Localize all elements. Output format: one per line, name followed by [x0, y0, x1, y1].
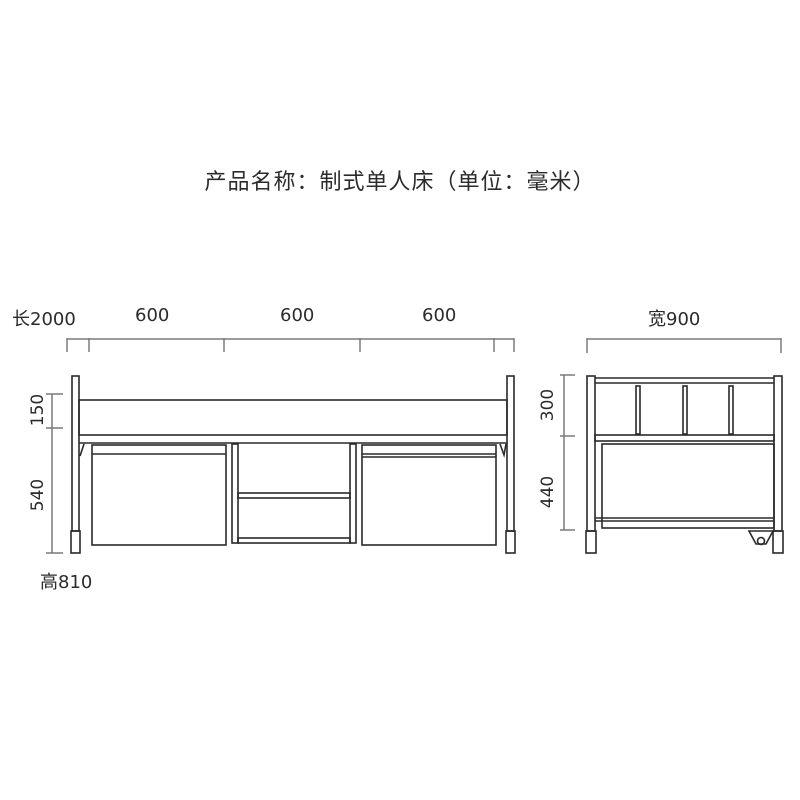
side-view-bed: [585, 375, 784, 554]
height-label: 高810: [40, 572, 93, 593]
caster-icon: [747, 530, 775, 545]
length-label: 长2000: [12, 309, 76, 330]
segment-label-2: 600: [280, 305, 315, 326]
front-view-bed: [70, 375, 516, 554]
segment-label-1: 600: [135, 305, 170, 326]
width-label: 宽900: [648, 309, 701, 330]
segment-label-3: 600: [422, 305, 457, 326]
product-title: 产品名称：制式单人床（单位：毫米）: [204, 170, 596, 195]
front-vertical-dims: [46, 393, 63, 554]
side-vertical-dims: [560, 374, 575, 531]
side-dimension-line: [586, 338, 782, 353]
front-dimension-line: [66, 338, 515, 352]
